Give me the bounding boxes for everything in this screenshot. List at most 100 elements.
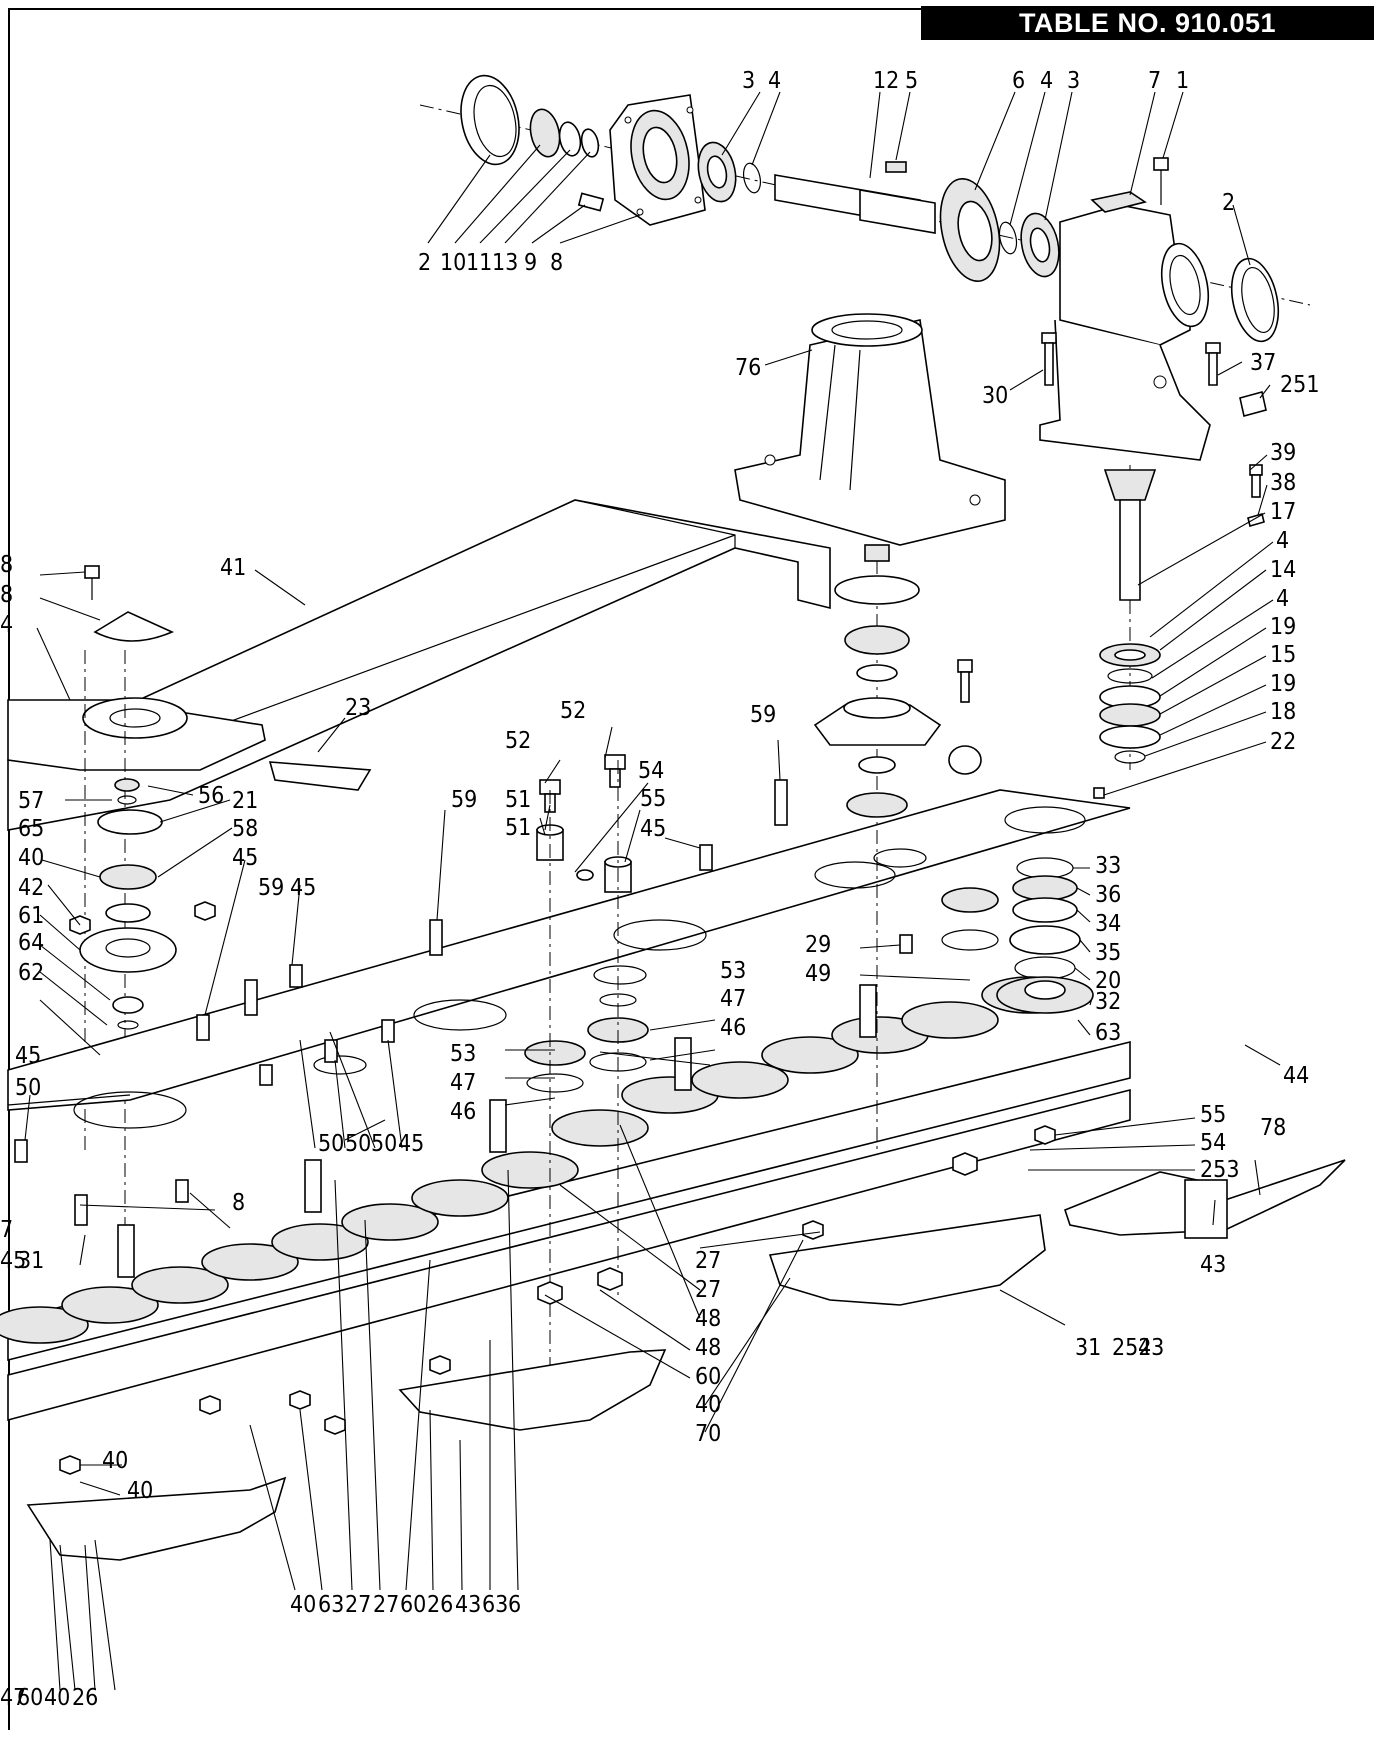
part-label: 26 — [72, 1685, 98, 1711]
part-label: 4 — [768, 68, 781, 94]
part-label: 4 — [1276, 528, 1289, 554]
part-label: 30 — [982, 383, 1008, 409]
part-label: 13 — [492, 250, 518, 276]
part-label: 53 — [450, 1041, 476, 1067]
part-label: 19 — [1270, 671, 1296, 697]
part-label: 35 — [1095, 940, 1121, 966]
part-label: 9 — [524, 250, 537, 276]
part-label: 2 — [1222, 190, 1235, 216]
part-label: 8 — [232, 1190, 245, 1216]
part-label: 60 — [17, 1685, 43, 1711]
part-label: 252 — [1112, 1335, 1152, 1361]
part-label: 29 — [805, 932, 831, 958]
right-ring-stack — [941, 857, 1094, 1014]
part-label: 55 — [640, 786, 666, 812]
part-label: 40 — [44, 1685, 70, 1711]
part-label: 6 — [1012, 68, 1025, 94]
part-label: 43 — [1200, 1252, 1226, 1278]
part-label: 4 — [0, 612, 13, 638]
part-label: 8 — [0, 582, 13, 608]
part-label: 45 — [640, 816, 666, 842]
part-label: 40 — [102, 1448, 128, 1474]
part-label: 45 — [290, 875, 316, 901]
part-labels: 3 4 12 5 6 4 3 7 1 2 10 11 13 9 8 2 76 3… — [0, 68, 1320, 1711]
part-label: 63 — [318, 1592, 344, 1618]
part-label: 15 — [1270, 642, 1296, 668]
part-label: 58 — [232, 816, 258, 842]
part-label: 63 — [1095, 1020, 1121, 1046]
part-label: 14 — [1270, 557, 1296, 583]
part-label: 8 — [550, 250, 563, 276]
part-label: 31 — [18, 1248, 44, 1274]
part-label: 11 — [466, 250, 492, 276]
part-label: 6 — [508, 1592, 521, 1618]
part-label: 38 — [1270, 470, 1296, 496]
part-label: 64 — [18, 930, 44, 956]
part-label: 50 — [345, 1131, 371, 1157]
part-label: 40 — [18, 845, 44, 871]
part-label: 3 — [1067, 68, 1080, 94]
part-label: 44 — [1283, 1063, 1309, 1089]
part-label: 48 — [695, 1306, 721, 1332]
part-label: 10 — [440, 250, 466, 276]
part-label: 32 — [1095, 989, 1121, 1015]
part-label: 42 — [18, 875, 44, 901]
part-label: 34 — [1095, 911, 1121, 937]
part-label: 251 — [1280, 372, 1320, 398]
part-label: 39 — [1270, 440, 1296, 466]
middle-bearing-stacks — [524, 754, 649, 1400]
part-label: 54 — [1200, 1130, 1226, 1156]
part-label: 52 — [560, 698, 586, 724]
part-label: 2 — [418, 250, 431, 276]
part-label: 50 — [371, 1131, 397, 1157]
part-label: 40 — [695, 1392, 721, 1418]
part-label: 60 — [695, 1364, 721, 1390]
part-label: 40 — [290, 1592, 316, 1618]
part-label: 60 — [400, 1592, 426, 1618]
part-label: 17 — [1270, 499, 1296, 525]
part-label: 65 — [18, 816, 44, 842]
skid-guards — [26, 1159, 1346, 1561]
part-label: 36 — [1095, 882, 1121, 908]
part-label: 253 — [1200, 1157, 1240, 1183]
part-label: 7 — [0, 1217, 13, 1243]
part-label: 59 — [258, 875, 284, 901]
part-label: 31 — [1075, 1335, 1101, 1361]
part-label: 4 — [1040, 68, 1053, 94]
part-label: 22 — [1270, 729, 1296, 755]
drive-shaft-assembly — [419, 74, 1311, 461]
part-label: 56 — [198, 783, 224, 809]
part-label: 50 — [318, 1131, 344, 1157]
cover-76 — [734, 313, 1006, 546]
part-label: 41 — [220, 555, 246, 581]
part-label: 45 — [15, 1043, 41, 1069]
part-label: 45 — [398, 1131, 424, 1157]
cutter-bar-plate — [7, 789, 1131, 1129]
part-label: 43 — [455, 1592, 481, 1618]
part-label: 4 — [1276, 586, 1289, 612]
part-label: 45 — [0, 1248, 26, 1274]
part-label: 27 — [345, 1592, 371, 1618]
part-label: 47 — [0, 1685, 26, 1711]
part-label: 23 — [345, 695, 371, 721]
sheet-frame — [8, 8, 1371, 1730]
part-label: 54 — [638, 758, 664, 784]
part-label: 5 — [905, 68, 918, 94]
part-label: 26 — [427, 1592, 453, 1618]
part-label: 53 — [720, 958, 746, 984]
part-label: 19 — [1270, 614, 1296, 640]
part-label: 47 — [720, 986, 746, 1012]
part-label: 27 — [695, 1248, 721, 1274]
part-label: 46 — [720, 1015, 746, 1041]
spur-gear-train — [0, 976, 1131, 1422]
part-label: 51 — [505, 815, 531, 841]
part-label: 12 — [873, 68, 899, 94]
part-label: 61 — [18, 903, 44, 929]
part-label: 33 — [1095, 853, 1121, 879]
part-label: 47 — [450, 1070, 476, 1096]
part-label: 76 — [735, 355, 761, 381]
part-label: 21 — [232, 788, 258, 814]
table-number-title: TABLE NO. 910.051 — [921, 6, 1374, 40]
